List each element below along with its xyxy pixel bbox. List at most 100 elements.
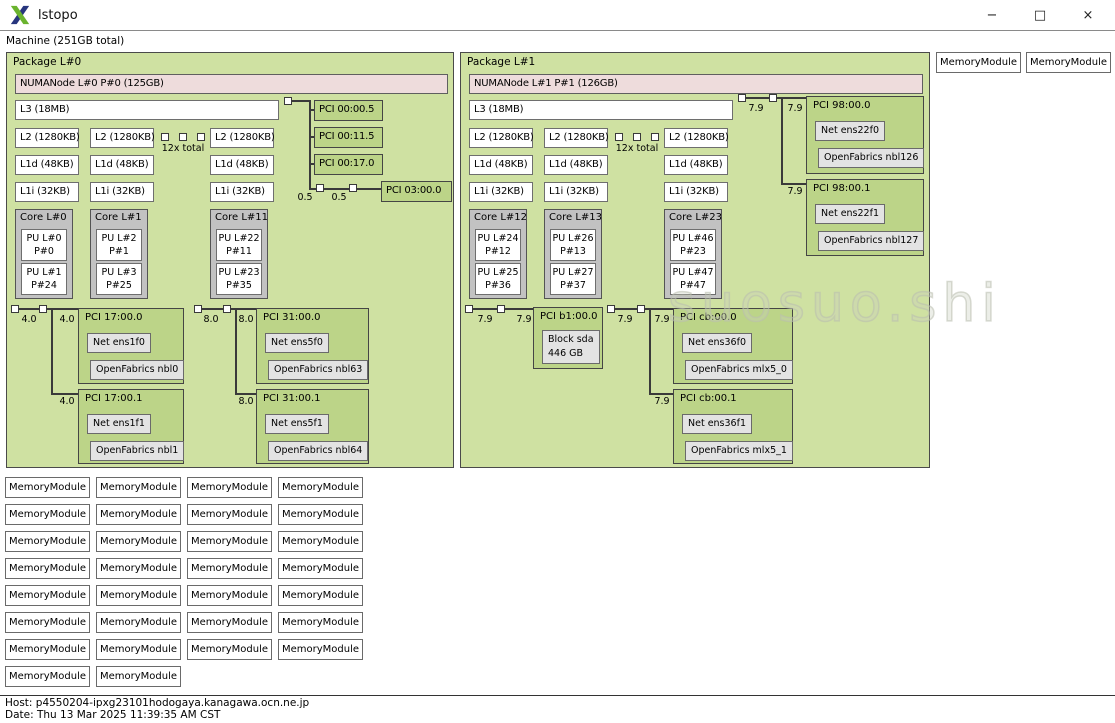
memory-module-box: MemoryModule	[278, 531, 363, 552]
memory-module-box: MemoryModule	[187, 639, 272, 660]
memory-module-box: MemoryModule	[1026, 52, 1111, 73]
memory-module-box: MemoryModule	[278, 639, 363, 660]
pu-logical-label: PU L#47	[672, 267, 714, 278]
network-device-box: Net ens36f0	[682, 333, 752, 353]
link-line	[202, 308, 223, 310]
link-speed-label: 7.9	[617, 314, 633, 325]
pu-logical-label: PU L#2	[101, 233, 137, 244]
pu-physical-label: P#12	[485, 246, 511, 257]
bridge-connector	[769, 94, 777, 102]
pu-logical-label: PU L#22	[218, 233, 260, 244]
numanode-box: NUMANode L#1 P#1 (126GB)	[469, 74, 923, 94]
memory-module-box: MemoryModule	[187, 558, 272, 579]
l1d-cache-box: L1d (48KB)	[210, 155, 274, 175]
memory-module-box: MemoryModule	[5, 504, 90, 525]
openfabrics-device-box: OpenFabrics mlx5_0	[685, 360, 793, 380]
openfabrics-device-box: OpenFabrics nbl64	[268, 441, 369, 461]
pci-device-box: PCI 00:17.0	[314, 154, 383, 175]
link-line	[311, 109, 314, 111]
pci-device-label: PCI 17:00.1	[85, 393, 143, 404]
link-line	[292, 100, 309, 102]
l3-cache-box: L3 (18MB)	[469, 100, 733, 120]
openfabrics-device-box: OpenFabrics nbl126	[818, 148, 925, 168]
close-button[interactable]: ×	[1082, 7, 1094, 23]
link-line	[235, 393, 256, 395]
l1d-cache-box: L1d (48KB)	[469, 155, 533, 175]
l2-cache-box: L2 (1280KB)	[469, 128, 534, 148]
maximize-button[interactable]: □	[1033, 7, 1047, 23]
pu-physical-label: P#23	[680, 246, 706, 257]
bridge-connector	[465, 305, 473, 313]
link-speed-label: 0.5	[297, 192, 313, 203]
memory-module-box: MemoryModule	[96, 477, 181, 498]
link-speed-label: 7.9	[787, 186, 803, 197]
l1d-cache-box: L1d (48KB)	[664, 155, 728, 175]
ellipsis-square	[161, 133, 169, 141]
link-line	[505, 308, 533, 310]
memory-module-box: MemoryModule	[5, 477, 90, 498]
memory-module-box: MemoryModule	[187, 612, 272, 633]
l2-cache-box: L2 (1280KB)	[15, 128, 80, 148]
minimize-button[interactable]: −	[986, 7, 998, 23]
x-logo-green-stroke	[10, 5, 30, 25]
memory-module-box: MemoryModule	[936, 52, 1021, 73]
pu-logical-label: PU L#26	[552, 233, 594, 244]
core-label: Core L#13	[549, 212, 602, 223]
core-label: Core L#0	[20, 212, 67, 223]
pci-device-box: PCI 00:11.5	[314, 127, 383, 148]
link-line	[615, 308, 637, 310]
titlebar: lstopo − □ ×	[0, 0, 1115, 31]
ellipsis-label: 12x total	[161, 143, 205, 154]
link-line	[309, 188, 381, 190]
pu-logical-label: PU L#24	[477, 233, 519, 244]
memory-module-box: MemoryModule	[96, 585, 181, 606]
pu-physical-label: P#25	[106, 280, 132, 291]
pu-physical-label: P#47	[680, 280, 706, 291]
link-speed-label: 7.9	[516, 314, 532, 325]
pu-logical-label: PU L#27	[552, 267, 594, 278]
link-line	[777, 97, 806, 99]
link-line	[311, 163, 314, 165]
l3-cache-box: L3 (18MB)	[15, 100, 279, 120]
memory-module-box: MemoryModule	[187, 531, 272, 552]
pu-physical-label: P#13	[560, 246, 586, 257]
link-line	[51, 393, 78, 395]
openfabrics-device-box: OpenFabrics mlx5_1	[685, 441, 793, 461]
l1i-cache-box: L1i (32KB)	[15, 182, 79, 202]
block-device-name: Block sda	[548, 334, 594, 345]
package-label: Package L#1	[467, 56, 536, 68]
bridge-connector	[284, 97, 292, 105]
host-line: Host: p4550204-ipxg23101hodogaya.kanagaw…	[5, 697, 310, 709]
pci-device-label: PCI cb:00.1	[680, 393, 737, 404]
memory-module-box: MemoryModule	[96, 504, 181, 525]
memory-module-box: MemoryModule	[5, 666, 90, 687]
pci-device-label: PCI 98:00.1	[813, 183, 871, 194]
link-line	[235, 309, 237, 395]
memory-module-box: MemoryModule	[5, 612, 90, 633]
bridge-connector	[497, 305, 505, 313]
pu-logical-label: PU L#25	[477, 267, 519, 278]
openfabrics-device-box: OpenFabrics nbl1	[90, 441, 185, 461]
l2-cache-box: L2 (1280KB)	[544, 128, 609, 148]
pci-device-label: PCI 31:00.0	[263, 312, 321, 323]
numanode-box: NUMANode L#0 P#0 (125GB)	[15, 74, 448, 94]
pu-logical-label: PU L#3	[101, 267, 137, 278]
pu-physical-label: P#24	[31, 280, 57, 291]
core-label: Core L#1	[95, 212, 142, 223]
link-line	[231, 308, 256, 310]
network-device-box: Net ens1f0	[87, 333, 151, 353]
